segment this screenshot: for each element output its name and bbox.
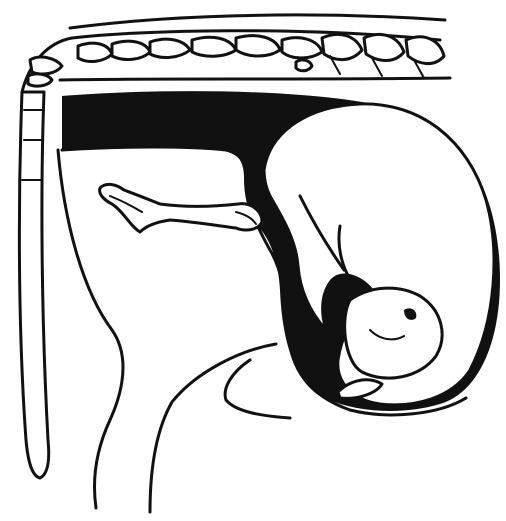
- pelvic-bone: [100, 184, 262, 232]
- spine-vertebrae: [22, 15, 450, 92]
- uterine-cavity: [62, 91, 500, 411]
- tail: [19, 57, 62, 478]
